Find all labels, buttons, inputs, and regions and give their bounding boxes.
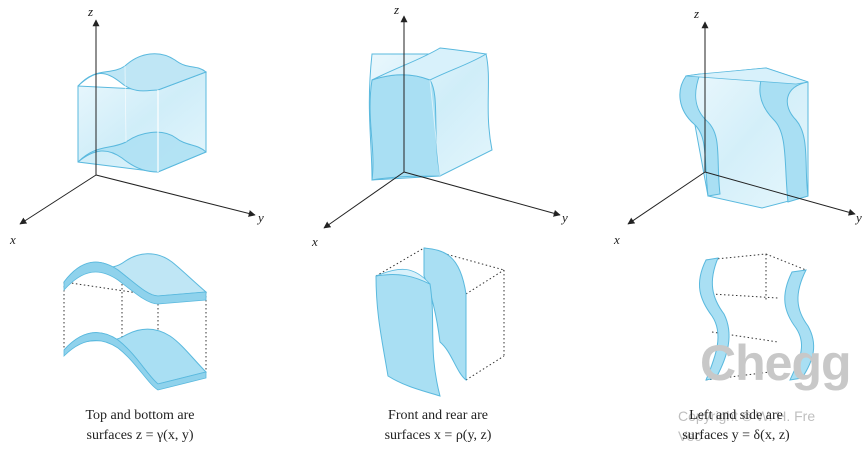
caption-line2: surfaces x = ρ(y, z) [318,426,558,446]
caption-top-bottom: Top and bottom are surfaces z = γ(x, y) [20,406,260,446]
x-axis [20,175,96,224]
panel-left-side-axes: z y x [613,6,862,247]
panel-top-bottom-axes: z y x [9,4,264,247]
z-label: z [393,2,399,17]
caption-front-rear: Front and rear are surfaces x = ρ(y, z) [318,406,558,446]
panel-top-bottom-exploded [64,254,206,390]
x-axis [324,172,404,228]
watermark-brand: Chegg [700,334,851,392]
z-label: z [87,4,93,19]
panel-front-rear-exploded [376,248,504,396]
x-label: x [9,232,16,247]
caption-line2: surfaces y = δ(x, z) [616,426,856,446]
caption-line2: surfaces z = γ(x, y) [20,426,260,446]
z-label: z [693,6,699,21]
panel-front-rear-axes: z y x [311,2,568,249]
front-surface [370,75,440,180]
front-surface-exploded [376,274,440,396]
caption-left-side: Left and side are surfaces y = δ(x, z) [616,406,856,446]
x-label: x [311,234,318,249]
caption-line1: Top and bottom are [20,406,260,426]
y-axis [96,175,255,215]
y-label: y [560,210,568,225]
x-axis [628,172,705,224]
x-label: x [613,232,620,247]
y-label: y [854,210,862,225]
y-axis [404,172,560,215]
y-label: y [256,210,264,225]
caption-line1: Front and rear are [318,406,558,426]
caption-line1: Left and side are [616,406,856,426]
